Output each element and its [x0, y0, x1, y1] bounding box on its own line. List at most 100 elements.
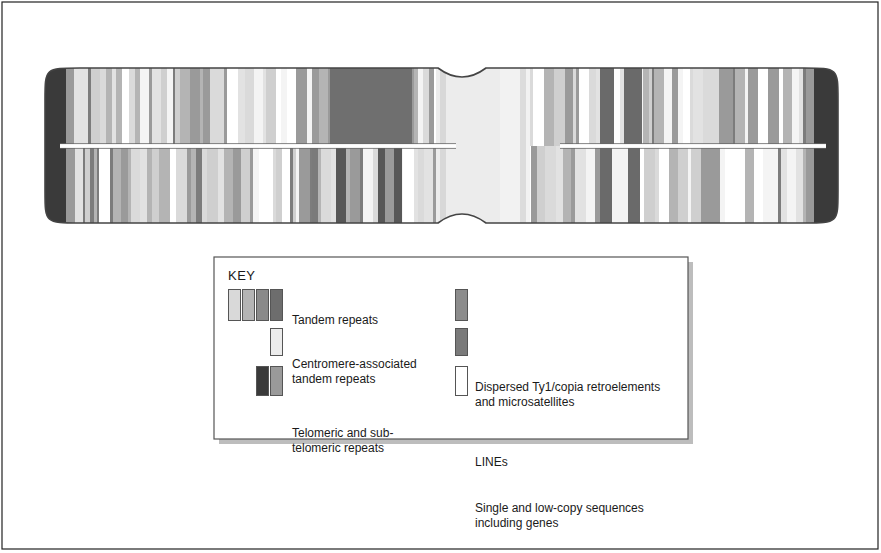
chromatin-band: [575, 146, 586, 226]
chromatin-band: [378, 146, 385, 226]
chromatin-band: [779, 66, 783, 146]
chromatin-band: [191, 146, 196, 226]
chromatin-band: [173, 66, 175, 146]
chromatin-band: [152, 146, 159, 226]
chromatin-band: [754, 146, 763, 226]
chromatin-band: [735, 66, 745, 146]
chromatin-band: [418, 146, 424, 226]
chromatin-band: [596, 66, 600, 146]
chromatin-band: [218, 146, 224, 226]
chromatin-band: [321, 146, 331, 226]
legend-swatch: [455, 289, 468, 321]
chromatin-band: [135, 66, 140, 146]
chromatin-band: [106, 66, 112, 146]
chromatin-band: [207, 146, 218, 226]
chromatin-band: [187, 146, 191, 226]
chromatin-band: [147, 146, 152, 226]
legend-heading: KEY: [228, 268, 881, 283]
chromatin-band: [99, 146, 110, 226]
chromatin-band: [768, 66, 779, 146]
chromatin-band: [293, 146, 296, 226]
chromatin-band: [190, 66, 200, 146]
chromatin-band: [669, 146, 678, 226]
legend-swatch: [256, 366, 269, 396]
chromatin-band: [664, 66, 672, 146]
chromatin-band: [250, 146, 253, 226]
chromatin-band: [203, 66, 210, 146]
legend-label: Tandem repeats: [292, 313, 442, 328]
chromatin-band: [336, 146, 346, 226]
chromatin-band: [296, 66, 307, 146]
chromatin-band: [807, 66, 813, 146]
chromatin-band: [131, 146, 140, 226]
chromatin-band: [140, 146, 147, 226]
chromatin-band: [97, 146, 99, 226]
chromatin-band: [576, 66, 579, 146]
chromatin-band: [312, 146, 318, 226]
chromatin-band: [719, 66, 726, 146]
chromatin-band: [707, 146, 716, 226]
chromatin-band: [734, 146, 745, 226]
chromatin-band: [91, 66, 100, 146]
chromatid-edge: [560, 143, 826, 144]
chromatin-band: [840, 146, 849, 226]
chromatin-band: [748, 66, 758, 146]
legend-swatch: [228, 289, 241, 321]
chromatin-band: [394, 146, 403, 226]
legend-label: Dispersed Ty1/copia retroelements and mi…: [475, 380, 681, 410]
chromatin-band: [360, 146, 363, 226]
chromatin-band: [745, 66, 748, 146]
chromatin-band: [659, 146, 669, 226]
chromatin-band: [282, 146, 290, 226]
chromatin-band: [688, 146, 691, 226]
chromatin-band: [40, 146, 43, 226]
legend-swatch: [256, 289, 269, 321]
chromatin-band: [693, 66, 703, 146]
chromatin-band: [276, 66, 281, 146]
chromatin-band: [122, 66, 129, 146]
chromatin-band: [787, 146, 796, 226]
chromatin-band: [319, 66, 328, 146]
chromatin-band: [703, 66, 712, 146]
chromatin-band: [733, 66, 735, 146]
chromatin-band: [159, 146, 170, 226]
chromatin-band: [350, 146, 360, 226]
chromatin-band: [554, 66, 565, 146]
chromatin-band: [556, 146, 563, 226]
chromatin-band: [806, 146, 814, 226]
chromatin-band: [628, 146, 640, 226]
chromatin-band: [563, 146, 571, 226]
legend-swatch: [455, 366, 468, 396]
chromatin-band: [612, 146, 623, 226]
chromatin-band: [83, 66, 88, 146]
chromatin-band: [716, 146, 720, 226]
chromatin-band: [140, 66, 149, 146]
legend-swatch: [455, 328, 468, 356]
chromatin-band: [403, 146, 414, 226]
chromatin-band: [363, 146, 373, 226]
chromatin-band: [66, 146, 74, 226]
chromatin-band: [778, 146, 781, 226]
chromatin-band: [414, 66, 418, 146]
chromatid-edge: [60, 143, 456, 144]
chromatin-band: [245, 66, 254, 146]
chromatin-band: [259, 146, 266, 226]
chromatid-edge: [560, 148, 826, 149]
chromatin-band: [423, 66, 429, 146]
legend-swatch: [270, 289, 283, 321]
chromatin-band: [683, 66, 690, 146]
chromatid-edge: [60, 148, 456, 149]
chromatin-band: [649, 146, 655, 226]
chromatin-band: [227, 66, 233, 146]
chromatin-band: [346, 146, 350, 226]
chromatin-band: [170, 146, 176, 226]
legend-label: Centromere-associated tandem repeats: [292, 357, 442, 387]
chromatin-band: [94, 146, 97, 226]
chromatin-band: [279, 146, 282, 226]
chromatin-band: [307, 66, 312, 146]
chromatin-band: [121, 146, 128, 226]
chromatin-band: [644, 146, 649, 226]
